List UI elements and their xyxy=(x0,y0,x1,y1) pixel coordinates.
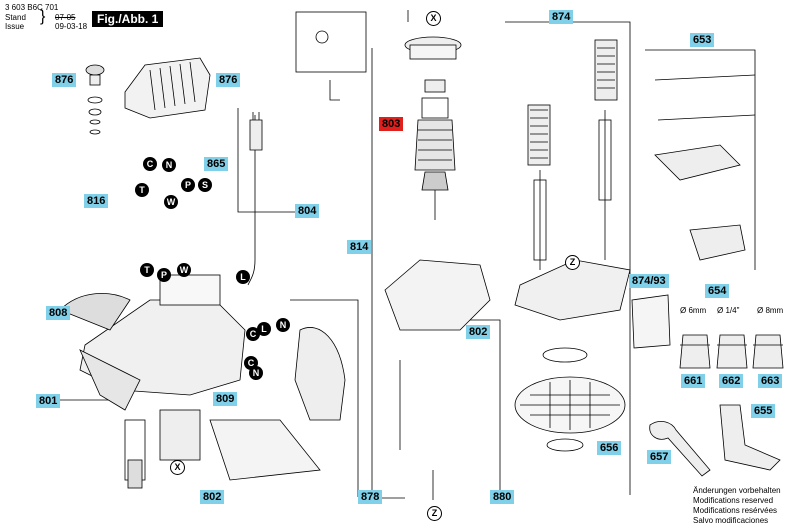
frame-878 xyxy=(290,299,359,497)
issue-label: Issue xyxy=(5,22,25,31)
issue-value: 09-03-18 xyxy=(55,22,88,31)
letter-w-1: W xyxy=(164,195,178,209)
frame-880 xyxy=(405,319,501,497)
collet-label-8mm: Ø 8mm xyxy=(757,306,784,315)
frame-653 xyxy=(645,49,756,270)
callout-876-right: 876 xyxy=(216,73,241,87)
letter-x-top: X xyxy=(426,11,441,26)
callout-654: 654 xyxy=(705,284,730,298)
callout-808: 808 xyxy=(46,306,71,320)
letter-l-2: L xyxy=(257,322,271,336)
footer-line-en: Modifications reserved xyxy=(693,496,774,505)
callout-655: 655 xyxy=(751,404,776,418)
letter-s-1: S xyxy=(198,178,212,192)
callout-802-left: 802 xyxy=(200,490,225,504)
footer-line-de: Änderungen vorbehalten xyxy=(693,486,781,495)
callout-656: 656 xyxy=(597,441,622,455)
callout-876-left: 876 xyxy=(52,73,77,87)
callout-657: 657 xyxy=(647,450,672,464)
letter-l-1: L xyxy=(236,270,250,284)
letter-c-1: C xyxy=(143,157,157,171)
letter-w-2: W xyxy=(177,263,191,277)
callout-803: 803 xyxy=(379,117,404,131)
letter-t-2: T xyxy=(140,263,154,277)
callout-814: 814 xyxy=(347,240,372,254)
stand-label: Stand xyxy=(5,13,26,22)
figure-title: Fig./Abb. 1 xyxy=(92,11,164,27)
frame-804 xyxy=(237,108,300,213)
callout-874: 874 xyxy=(549,10,574,24)
callout-880: 880 xyxy=(490,490,515,504)
cover-876-shape xyxy=(124,57,211,119)
letter-x-bottom: X xyxy=(170,460,185,475)
collet-label-1-4in: Ø 1/4" xyxy=(717,306,740,315)
callout-816: 816 xyxy=(84,194,109,208)
stand-value: 07-05 xyxy=(55,13,76,22)
part-number: 3 603 B6C 701 xyxy=(5,3,59,12)
cable-shape xyxy=(247,115,256,286)
letter-n-2: N xyxy=(276,318,290,332)
header-brace: } xyxy=(40,8,46,25)
letter-p-2: P xyxy=(157,268,171,282)
callout-663: 663 xyxy=(758,374,783,388)
letter-z-bottom: Z xyxy=(427,506,442,521)
callout-801: 801 xyxy=(36,394,61,408)
callout-809: 809 xyxy=(213,392,238,406)
callout-865: 865 xyxy=(204,157,229,171)
letter-n-1: N xyxy=(162,158,176,172)
letter-p-1: P xyxy=(181,178,195,192)
callout-661: 661 xyxy=(681,374,706,388)
callout-878: 878 xyxy=(358,490,383,504)
footer-line-fr: Modifications resérvées xyxy=(693,506,778,515)
letter-t-1: T xyxy=(135,183,149,197)
callout-804: 804 xyxy=(295,204,320,218)
footer-line-es: Salvo modificaciones xyxy=(693,516,769,525)
collet-label-6mm: Ø 6mm xyxy=(680,306,707,315)
letter-n-3: N xyxy=(249,366,263,380)
callout-653: 653 xyxy=(690,33,715,47)
callout-874-93: 874/93 xyxy=(629,274,669,288)
letter-c-2: C xyxy=(246,327,260,341)
frame-874 xyxy=(505,21,631,495)
callout-662: 662 xyxy=(719,374,744,388)
callout-802-right: 802 xyxy=(466,325,491,339)
footer-notice: Änderungen vorbehalten Modifications res… xyxy=(693,486,781,526)
letter-z-mid: Z xyxy=(565,255,580,270)
